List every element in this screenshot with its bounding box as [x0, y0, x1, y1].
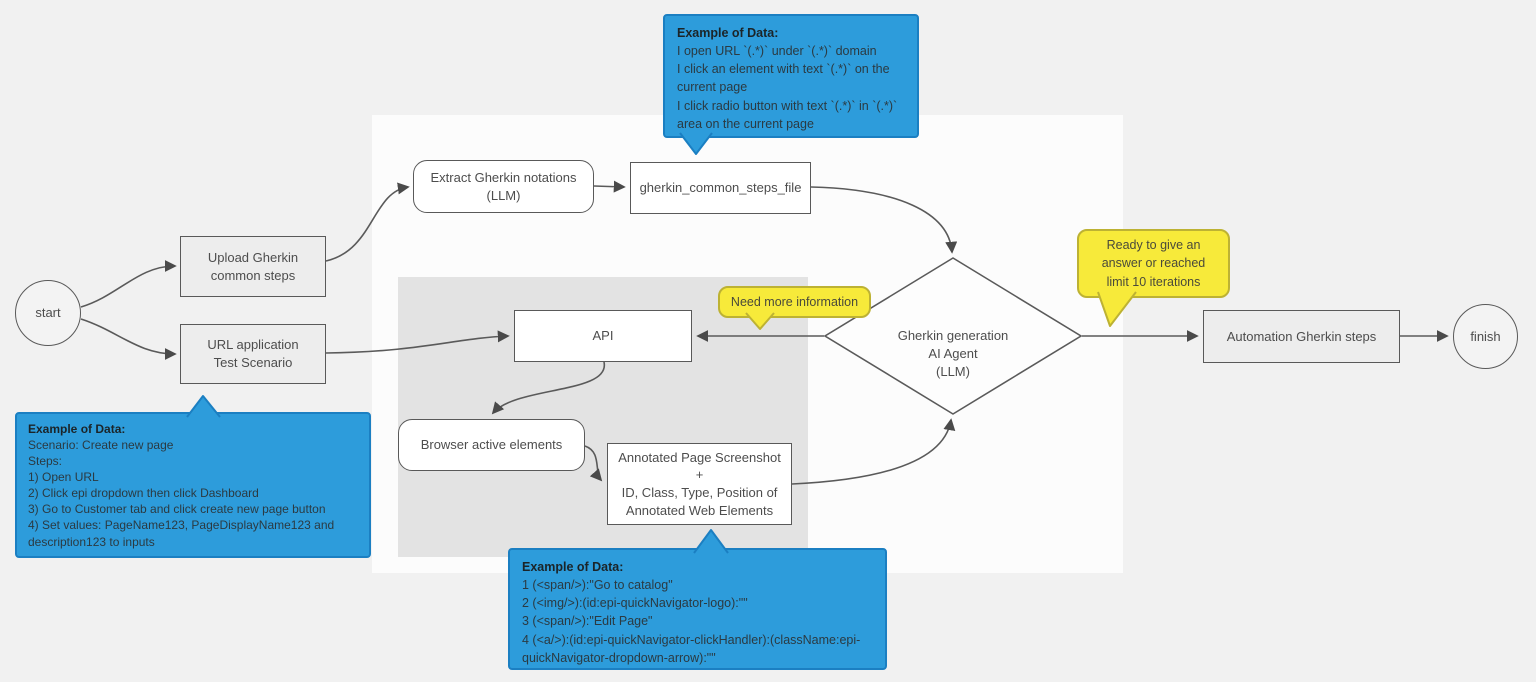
callout-need-more-label: Need more information	[730, 294, 859, 309]
node-extract-gherkin-notations: Extract Gherkin notations (LLM)	[413, 160, 594, 213]
node-annotated-label: Annotated Page Screenshot + ID, Class, T…	[618, 449, 781, 518]
node-gherkinfile-label: gherkin_common_steps_file	[639, 180, 802, 196]
node-start-label: start	[35, 305, 61, 321]
callout-annotated-title: Example of Data:	[522, 560, 624, 574]
edge-start-upload	[80, 260, 177, 308]
callout-scenario-body: Scenario: Create new page Steps: 1) Open…	[28, 438, 335, 549]
node-api-label: API	[592, 328, 614, 344]
callout-scenario-example: Example of Data: Scenario: Create new pa…	[15, 412, 371, 558]
node-browser-label: Browser active elements	[420, 437, 563, 453]
node-start: start	[15, 280, 81, 346]
node-api: API	[514, 310, 692, 362]
callout-common-steps-title: Example of Data:	[677, 26, 779, 40]
callout-ready-label: Ready to give an answer or reached limit…	[1101, 238, 1206, 289]
node-upload-label: Upload Gherkin common steps	[207, 249, 299, 283]
node-agent-label: Gherkin generation AI Agent (LLM)	[897, 327, 1009, 379]
node-upload-gherkin-common-steps: Upload Gherkin common steps	[180, 236, 326, 297]
node-gherkin-common-steps-file: gherkin_common_steps_file	[630, 162, 811, 214]
callout-ready-answer: Ready to give an answer or reached limit…	[1077, 229, 1230, 298]
node-automation-gherkin-steps: Automation Gherkin steps	[1203, 310, 1400, 363]
node-extract-label: Extract Gherkin notations (LLM)	[430, 169, 577, 203]
callout-common-steps-body: I open URL `(.*)` under `(.*)` domain I …	[677, 44, 898, 131]
node-finish-label: finish	[1470, 328, 1501, 344]
edge-start-url	[80, 318, 177, 360]
node-browser-active-elements: Browser active elements	[398, 419, 585, 471]
node-url-application-test-scenario: URL application Test Scenario	[180, 324, 326, 384]
callout-common-steps-example: Example of Data: I open URL `(.*)` under…	[663, 14, 919, 138]
node-url-label: URL application Test Scenario	[207, 337, 299, 370]
callout-annotated-body: 1 (<span/>):"Go to catalog" 2 (<img/>):(…	[522, 578, 861, 665]
callout-annotated-example: Example of Data: 1 (<span/>):"Go to cata…	[508, 548, 887, 670]
node-automation-label: Automation Gherkin steps	[1226, 328, 1377, 344]
callout-scenario-title: Example of Data:	[28, 422, 126, 436]
node-finish: finish	[1453, 304, 1518, 369]
callout-need-more-information: Need more information	[718, 286, 871, 318]
node-annotated-page-screenshot: Annotated Page Screenshot + ID, Class, T…	[607, 443, 792, 525]
node-gherkin-generation-ai-agent: Gherkin generation AI Agent (LLM)	[868, 309, 1038, 381]
